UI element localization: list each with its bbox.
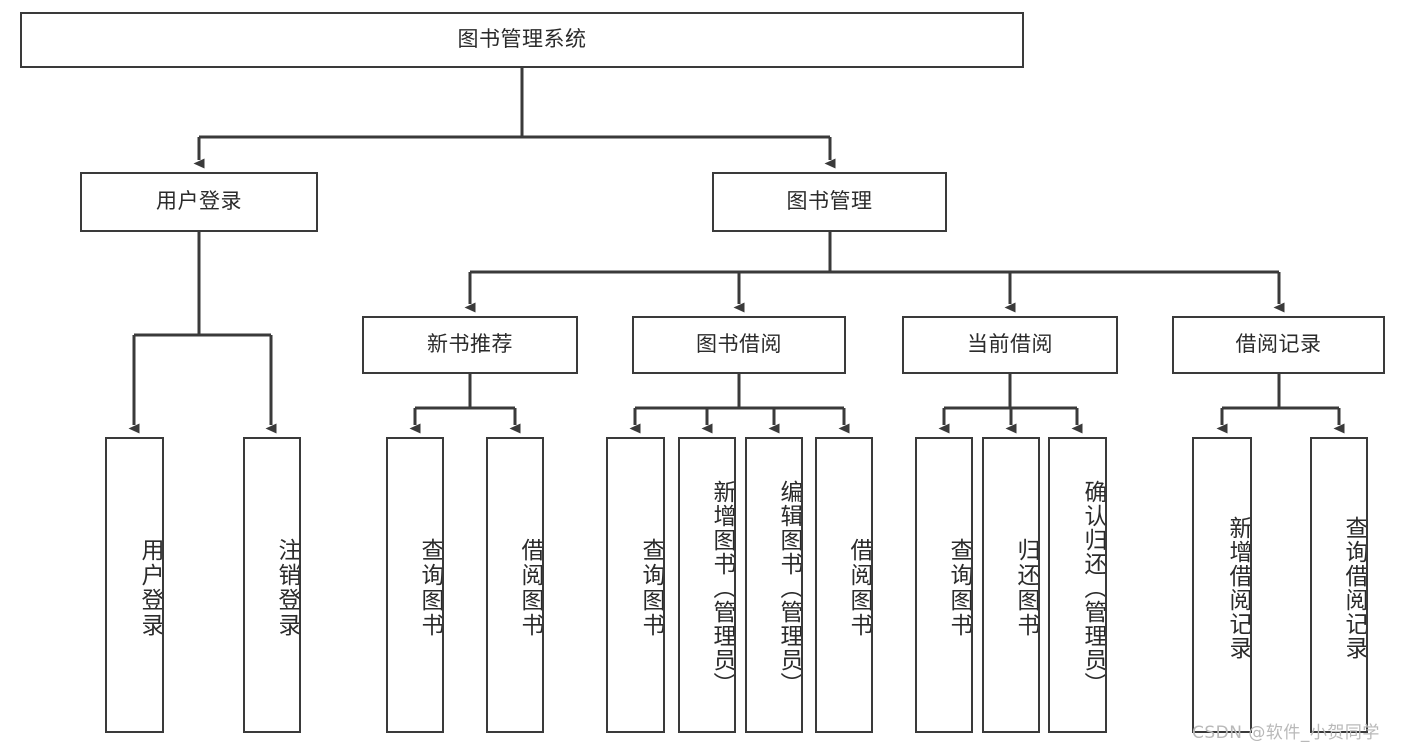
node-root[interactable]: 图书管理系统 [20,12,1024,68]
leaf-return-book[interactable]: 归还图书 [982,437,1040,733]
node-book-management[interactable]: 图书管理 [712,172,947,232]
node-new-book-recommend[interactable]: 新书推荐 [362,316,578,374]
csdn-watermark: CSDN @软件_小贺同学 [1192,723,1380,743]
leaf-query-book-recommend[interactable]: 查询图书 [386,437,444,733]
node-book-borrow[interactable]: 图书借阅 [632,316,846,374]
leaf-user-login[interactable]: 用户登录 [105,437,164,733]
leaf-add-book-admin[interactable]: 新增图书（管理员） [678,437,736,733]
leaf-edit-book-admin[interactable]: 编辑图书（管理员） [745,437,803,733]
leaf-borrow-book[interactable]: 借阅图书 [815,437,873,733]
leaf-borrow-book-recommend[interactable]: 借阅图书 [486,437,544,733]
node-borrow-record[interactable]: 借阅记录 [1172,316,1385,374]
leaf-query-borrow-record[interactable]: 查询借阅记录 [1310,437,1368,733]
leaf-logout[interactable]: 注销登录 [243,437,301,733]
leaf-query-book-borrow[interactable]: 查询图书 [606,437,665,733]
node-user-login[interactable]: 用户登录 [80,172,318,232]
node-current-borrow[interactable]: 当前借阅 [902,316,1118,374]
leaf-confirm-return-admin[interactable]: 确认归还（管理员） [1048,437,1107,733]
leaf-query-book-current[interactable]: 查询图书 [915,437,973,733]
leaf-add-borrow-record[interactable]: 新增借阅记录 [1192,437,1252,733]
